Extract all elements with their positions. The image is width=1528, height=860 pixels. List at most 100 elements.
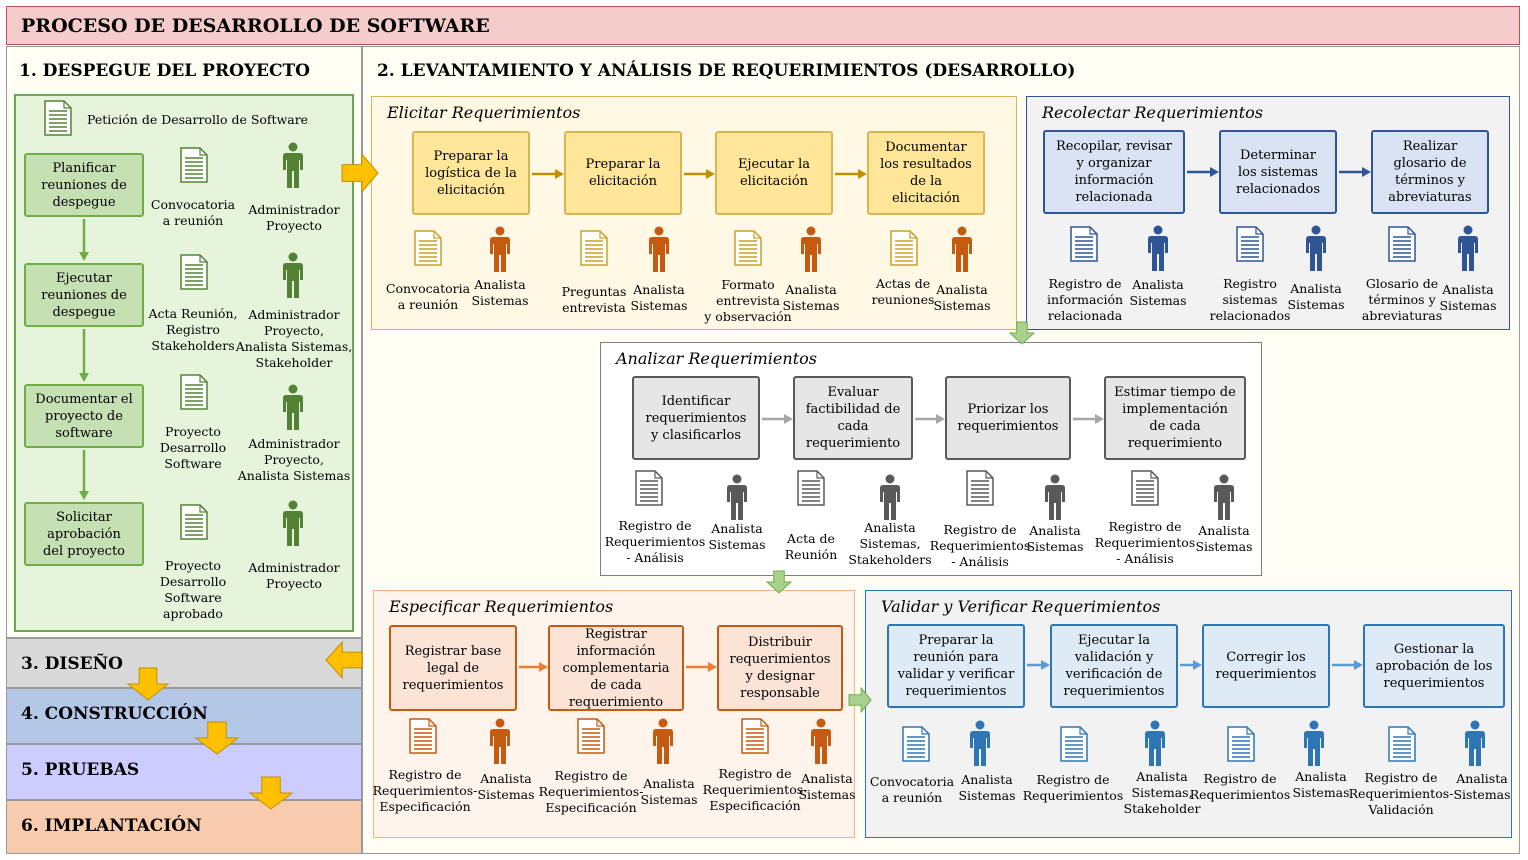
phase-band-4: 4. CONSTRUCCIÓN <box>6 688 362 744</box>
document-icon <box>414 230 442 266</box>
analizar-group-title: Analizar Requerimientos <box>616 349 817 368</box>
person-icon <box>727 474 747 520</box>
document-icon <box>890 230 918 266</box>
person-icon <box>490 718 510 764</box>
phase-band-4-label: 4. CONSTRUCCIÓN <box>21 704 208 724</box>
title-bar: PROCESO DE DESARROLLO DE SOFTWARE <box>6 6 1520 45</box>
document-icon <box>902 726 930 762</box>
document-icon <box>1227 726 1255 762</box>
person-icon <box>283 384 303 430</box>
person-icon <box>801 226 821 272</box>
person-icon <box>1214 474 1234 520</box>
phase-band-6: 6. IMPLANTACIÓN <box>6 800 362 854</box>
phase-band-5-label: 5. PRUEBAS <box>21 760 140 780</box>
especificar-group-title: Especificar Requerimientos <box>389 597 614 616</box>
person-icon <box>811 718 831 764</box>
document-icon <box>180 504 208 540</box>
document-icon <box>734 230 762 266</box>
phase-band-5: 5. PRUEBAS <box>6 744 362 800</box>
document-icon <box>1388 226 1416 262</box>
page-title: PROCESO DE DESARROLLO DE SOFTWARE <box>21 15 490 37</box>
person-icon <box>1306 225 1326 271</box>
person-icon <box>283 252 303 298</box>
document-icon <box>1388 726 1416 762</box>
phase1-title: 1. DESPEGUE DEL PROYECTO <box>19 61 310 81</box>
petition-label: Petición de Desarrollo de Software <box>87 112 309 127</box>
document-icon <box>180 254 208 290</box>
person-icon <box>880 474 900 520</box>
phase-band-6-label: 6. IMPLANTACIÓN <box>21 816 202 836</box>
phase2-title: 2. LEVANTAMIENTO Y ANÁLISIS DE REQUERIMI… <box>377 61 1076 81</box>
person-icon <box>1458 225 1478 271</box>
document-icon <box>797 470 825 506</box>
document-icon <box>1131 470 1159 506</box>
validar-group-title: Validar y Verificar Requerimientos <box>881 597 1161 616</box>
person-icon <box>1304 720 1324 766</box>
document-icon <box>1236 226 1264 262</box>
document-icon <box>409 718 437 754</box>
person-icon <box>490 226 510 272</box>
person-icon <box>970 720 990 766</box>
document-icon <box>180 147 208 183</box>
document-icon <box>741 718 769 754</box>
person-icon <box>1465 720 1485 766</box>
person-icon <box>1045 474 1065 520</box>
recolectar-group-title: Recolectar Requerimientos <box>1042 103 1263 122</box>
